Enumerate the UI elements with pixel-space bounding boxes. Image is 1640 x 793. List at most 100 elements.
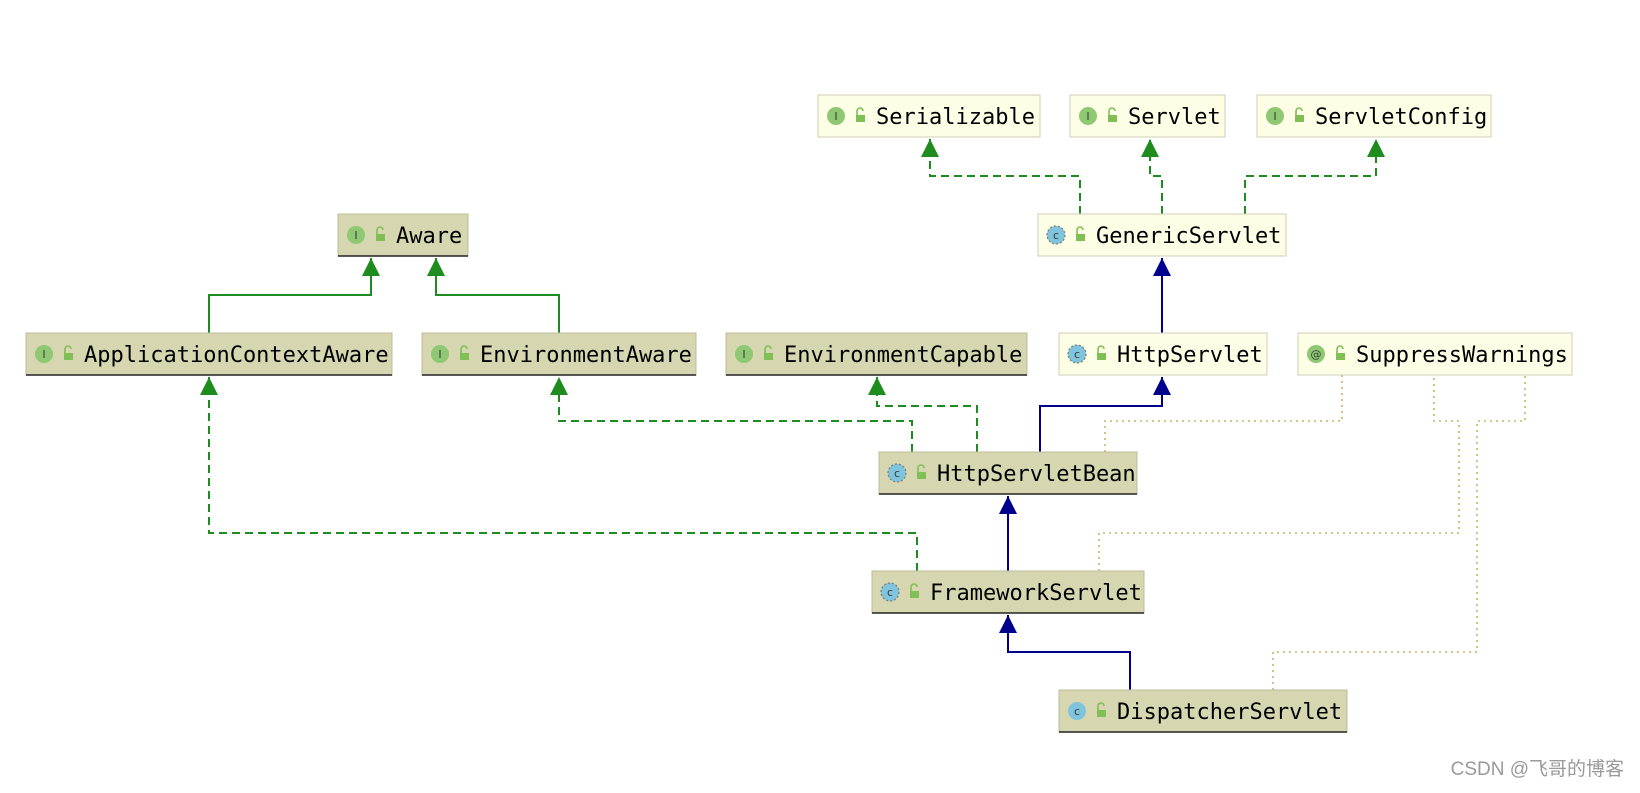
interface-icon: I <box>827 107 845 125</box>
edge-line <box>1244 139 1377 214</box>
lock-icon <box>376 226 385 241</box>
node-label: FrameworkServlet <box>930 581 1142 606</box>
node-box <box>725 332 1028 376</box>
icon-letter: I <box>834 110 837 123</box>
node-label: GenericServlet <box>1096 224 1281 249</box>
edge-frameworkservlet-to-applicationcontextaware <box>200 377 918 571</box>
edge-arrowhead <box>362 258 380 276</box>
icon-letter: I <box>42 348 45 361</box>
node-aware[interactable]: I Aware <box>337 213 469 257</box>
node-label: EnvironmentCapable <box>784 343 1022 368</box>
lock-icon <box>856 107 865 122</box>
interface-icon: I <box>35 345 53 363</box>
node-genericservlet[interactable]: c GenericServlet <box>1037 213 1287 257</box>
edge-httpservletbean-to-httpservlet <box>1039 377 1171 452</box>
lock-icon <box>910 583 919 598</box>
edge-arrowhead <box>427 258 445 276</box>
edge-arrowhead <box>1141 139 1159 157</box>
lock-icon <box>764 345 773 360</box>
abstract-class-icon: c <box>1067 344 1087 364</box>
icon-letter: c <box>1074 348 1080 361</box>
node-dispatcherservlet[interactable]: c DispatcherServlet <box>1058 689 1348 733</box>
edge-line <box>1272 375 1526 690</box>
node-box <box>1058 689 1348 733</box>
node-label: HttpServlet <box>1117 343 1263 368</box>
edge-line <box>1104 375 1343 452</box>
edge-dispatcherservlet-to-suppresswarnings <box>1272 375 1526 690</box>
edge-line <box>876 377 978 452</box>
edge-line <box>1039 377 1163 452</box>
icon-letter: I <box>1273 110 1276 123</box>
edge-arrowhead <box>921 139 939 157</box>
icon-letter: I <box>742 348 745 361</box>
annotation-icon: @ <box>1307 345 1325 363</box>
lock-icon <box>1108 107 1117 122</box>
edge-genericservlet-to-servletconfig <box>1244 139 1385 214</box>
edge-httpservletbean-to-suppresswarnings <box>1104 375 1343 452</box>
node-label: DispatcherServlet <box>1117 700 1342 725</box>
edge-httpservletbean-to-environmentaware <box>550 377 913 452</box>
abstract-class-icon: c <box>1046 225 1066 245</box>
lock-icon <box>1097 702 1106 717</box>
icon-letter: c <box>1074 705 1080 718</box>
node-httpservletbean[interactable]: c HttpServletBean <box>878 451 1138 495</box>
edge-arrowhead <box>550 377 568 395</box>
node-label: HttpServletBean <box>937 462 1136 487</box>
interface-icon: I <box>431 345 449 363</box>
interface-icon: I <box>347 226 365 244</box>
edge-line <box>558 377 913 452</box>
interface-icon: I <box>1079 107 1097 125</box>
edge-dispatcherservlet-to-frameworkservlet <box>999 615 1131 690</box>
class-icon: c <box>1068 702 1086 720</box>
node-label: Aware <box>396 224 462 249</box>
edge-httpservlet-to-genericservlet <box>1153 258 1171 333</box>
node-servletconfig[interactable]: I ServletConfig <box>1256 94 1492 138</box>
edge-frameworkservlet-to-httpservletbean <box>999 496 1017 571</box>
node-applicationcontextaware[interactable]: I ApplicationContextAware <box>25 332 393 376</box>
edge-line <box>208 258 372 333</box>
edge-line <box>435 258 560 333</box>
node-frameworkservlet[interactable]: c FrameworkServlet <box>871 570 1145 614</box>
node-httpservlet[interactable]: c HttpServlet <box>1058 332 1268 376</box>
watermark: CSDN @飞哥的博客 <box>1450 759 1624 780</box>
edge-httpservletbean-to-environmentcapable <box>868 377 978 452</box>
edge-line <box>208 377 918 571</box>
icon-letter: I <box>354 229 357 242</box>
abstract-class-icon: c <box>880 582 900 602</box>
edge-line <box>929 139 1081 214</box>
node-box <box>25 332 393 376</box>
edge-arrowhead <box>1153 377 1171 395</box>
node-label: Serializable <box>876 105 1035 130</box>
lock-icon <box>1076 226 1085 241</box>
lock-icon <box>460 345 469 360</box>
node-label: ApplicationContextAware <box>84 343 389 368</box>
edge-line <box>1149 139 1163 214</box>
node-box <box>817 94 1041 138</box>
node-servlet[interactable]: I Servlet <box>1069 94 1226 138</box>
node-serializable[interactable]: I Serializable <box>817 94 1041 138</box>
lock-icon <box>1336 345 1345 360</box>
edge-arrowhead <box>200 377 218 395</box>
node-label: Servlet <box>1128 105 1221 130</box>
node-suppresswarnings[interactable]: @ SuppressWarnings <box>1297 332 1573 376</box>
node-box <box>1058 332 1268 376</box>
edge-genericservlet-to-servlet <box>1141 139 1163 214</box>
lock-icon <box>1295 107 1304 122</box>
icon-letter: c <box>887 586 893 599</box>
lock-icon <box>1097 345 1106 360</box>
edge-arrowhead <box>1153 258 1171 276</box>
node-environmentcapable[interactable]: I EnvironmentCapable <box>725 332 1028 376</box>
node-label: ServletConfig <box>1315 105 1487 130</box>
edge-environmentaware-to-aware <box>427 258 560 333</box>
icon-letter: I <box>438 348 441 361</box>
edge-line <box>1007 615 1131 690</box>
icon-letter: c <box>894 467 900 480</box>
lock-icon <box>917 464 926 479</box>
lock-icon <box>64 345 73 360</box>
node-label: SuppressWarnings <box>1356 343 1568 368</box>
interface-icon: I <box>1266 107 1284 125</box>
edge-genericservlet-to-serializable <box>921 139 1081 214</box>
